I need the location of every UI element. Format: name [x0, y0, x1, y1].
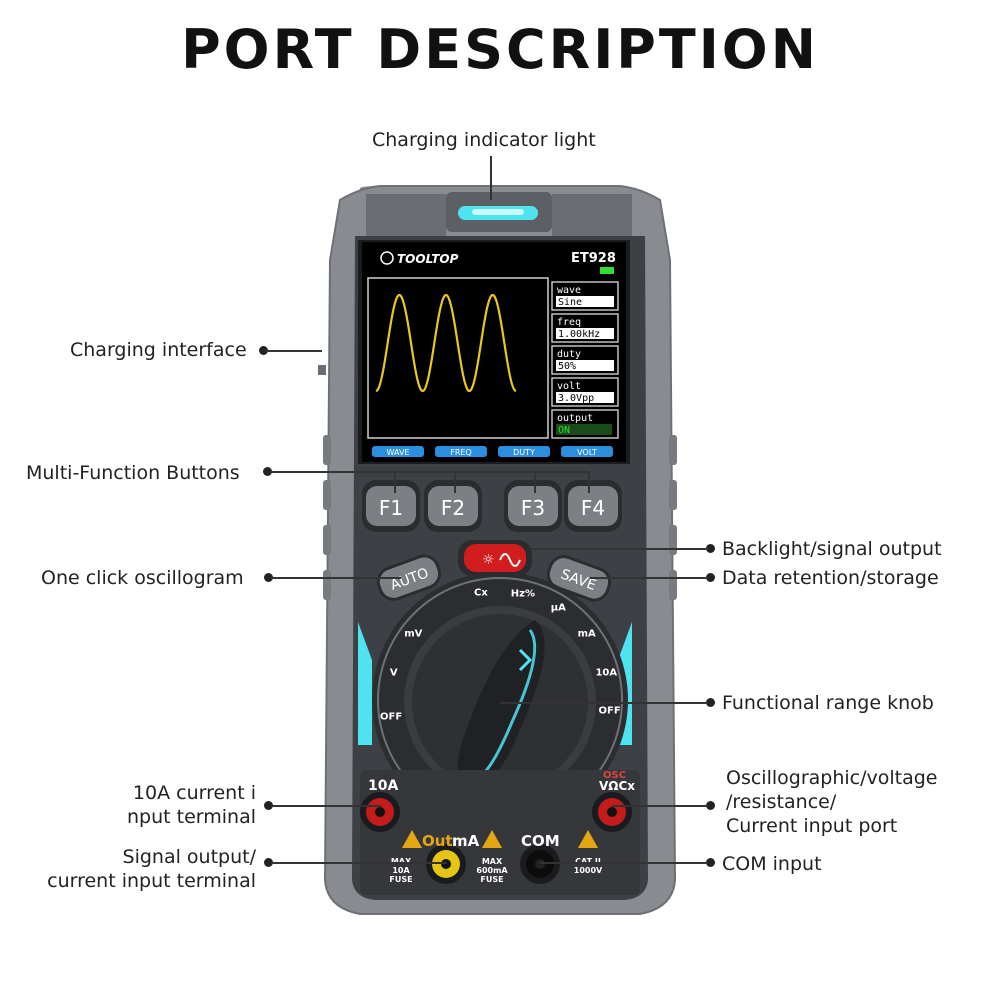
sine-waveform — [375, 293, 517, 393]
jack-vohm[interactable] — [592, 792, 632, 832]
label-com-input: COM input — [722, 853, 822, 875]
wave-icon — [499, 553, 521, 567]
page-title: PORT DESCRIPTION — [181, 18, 819, 81]
button-f2[interactable] — [428, 486, 478, 526]
svg-text:FUSE: FUSE — [480, 875, 503, 884]
param-box — [551, 409, 619, 439]
svg-text:OSC: OSC — [603, 770, 626, 781]
dial-position-label: OFF — [380, 711, 402, 722]
svg-text:F2: F2 — [441, 496, 465, 520]
label-data-retention: Data retention/storage — [722, 567, 939, 589]
svg-text:CAT II: CAT II — [575, 857, 601, 866]
svg-text:F4: F4 — [581, 496, 605, 520]
softkey-volt[interactable] — [561, 446, 613, 457]
dial-position-label: OFF — [599, 706, 621, 717]
param-box — [551, 345, 619, 375]
model-label: ET928 — [571, 251, 616, 266]
softkey-duty[interactable] — [498, 446, 550, 457]
svg-text:VOLT: VOLT — [577, 448, 597, 457]
sun-icon: ☼ — [482, 552, 495, 568]
svg-text:1000V: 1000V — [574, 866, 603, 875]
warning-icon — [402, 830, 422, 848]
param-value: 3.0Vpp — [558, 393, 594, 404]
label-functional-range-knob: Functional range knob — [722, 692, 934, 714]
warning-icon — [482, 830, 502, 848]
param-box — [551, 313, 619, 343]
param-name: volt — [557, 381, 581, 392]
param-name: output — [557, 413, 593, 424]
dial-position-label: Hz% — [511, 588, 535, 599]
dial-position-label: µA — [551, 603, 566, 614]
com-label: COM — [521, 832, 560, 850]
param-box — [551, 281, 619, 311]
label-10a-current: 10A current i nput terminal — [126, 782, 256, 828]
button-f1[interactable] — [366, 486, 416, 526]
charging-port — [318, 365, 326, 375]
param-name: duty — [557, 349, 581, 360]
svg-text:VΩCx: VΩCx — [599, 779, 635, 793]
backlight-signal-button[interactable] — [464, 544, 526, 572]
softkey-freq[interactable] — [435, 446, 487, 457]
param-name: wave — [557, 285, 581, 296]
param-value: 1.00kHz — [558, 329, 600, 340]
param-box — [551, 377, 619, 407]
dial-position-label: Cx — [474, 588, 488, 599]
svg-text:10A: 10A — [392, 866, 410, 875]
dial-position-label: 10A — [595, 668, 617, 679]
jack-10a[interactable] — [360, 792, 400, 832]
svg-text:600mA: 600mA — [476, 866, 508, 875]
label-backlight-signal: Backlight/signal output — [722, 538, 942, 560]
battery-icon — [600, 267, 614, 274]
svg-text:FUSE: FUSE — [389, 875, 412, 884]
label-charging-indicator: Charging indicator light — [372, 129, 596, 151]
param-name: freq — [557, 317, 581, 328]
button-f3[interactable] — [508, 486, 558, 526]
svg-text:Out: Out — [422, 832, 453, 850]
svg-text:FREQ: FREQ — [450, 448, 472, 457]
jack-out-ma[interactable] — [426, 844, 466, 884]
label-one-click-oscillogram: One click oscillogram — [41, 567, 244, 589]
param-value: Sine — [558, 297, 582, 308]
terminal-10a-label: 10A — [368, 778, 398, 794]
jack-com[interactable] — [520, 844, 560, 884]
auto-button[interactable] — [374, 552, 443, 603]
brand-logo: TOOLTOP — [397, 252, 459, 266]
svg-text:F1: F1 — [379, 496, 403, 520]
svg-text:mA: mA — [452, 832, 480, 850]
svg-text:MAX: MAX — [391, 857, 412, 866]
svg-text:MAX: MAX — [482, 857, 503, 866]
param-value: ON — [558, 425, 570, 436]
label-signal-output: Signal output/ current input terminal — [47, 846, 256, 892]
label-charging-interface: Charging interface — [70, 339, 247, 361]
warning-icon — [578, 830, 598, 848]
dial-position-label: V — [390, 668, 398, 679]
label-osc-port: Oscillographic/voltage /resistance/ Curr… — [726, 767, 938, 837]
label-multi-function-buttons: Multi-Function Buttons — [26, 462, 240, 484]
param-value: 50% — [558, 361, 576, 372]
svg-text:WAVE: WAVE — [387, 448, 410, 457]
dial-position-label: mV — [404, 628, 422, 639]
svg-text:F3: F3 — [521, 496, 545, 520]
dial-position-label: mA — [578, 628, 596, 639]
svg-text:DUTY: DUTY — [513, 448, 535, 457]
softkey-wave[interactable] — [372, 446, 424, 457]
button-f4[interactable] — [568, 486, 618, 526]
